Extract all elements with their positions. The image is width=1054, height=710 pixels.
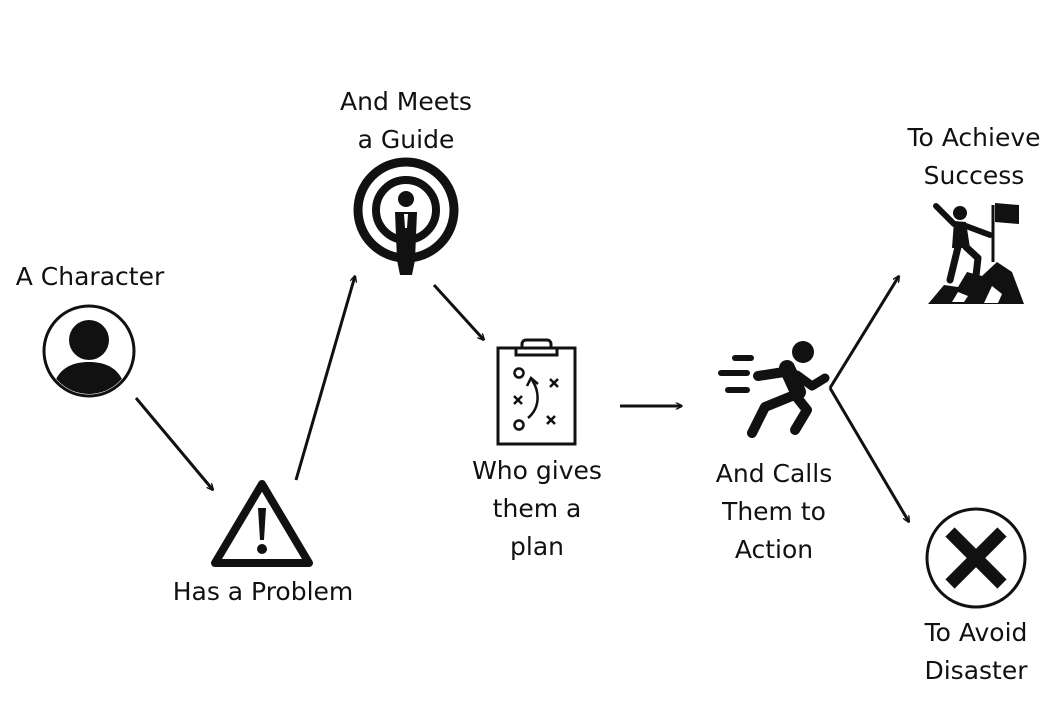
- label-success: To Achieve Success: [907, 123, 1041, 190]
- running-person-icon: [718, 341, 830, 438]
- warning-triangle-icon: [211, 480, 313, 567]
- arrow-problem-to-guide: [294, 276, 355, 481]
- label-plan: Who gives them a plan: [472, 456, 602, 561]
- label-action: And Calls Them to Action: [715, 459, 833, 564]
- label-guide: And Meets a Guide: [340, 87, 472, 154]
- label-character: A Character: [15, 262, 165, 291]
- clipboard-plan-icon: [496, 338, 577, 446]
- arrow-guide-to-plan: [432, 283, 484, 340]
- summit-flag-icon: [928, 203, 1024, 304]
- arrow-action-to-success: [828, 276, 901, 389]
- label-problem: Has a Problem: [172, 577, 354, 606]
- broadcast-person-icon: [353, 157, 459, 275]
- person-circle-icon: [42, 304, 136, 398]
- arrow-action-to-disaster: [828, 387, 911, 522]
- arrow-character-to-problem: [134, 397, 213, 490]
- label-disaster: To Avoid Disaster: [924, 618, 1028, 685]
- x-circle-icon: [925, 507, 1027, 609]
